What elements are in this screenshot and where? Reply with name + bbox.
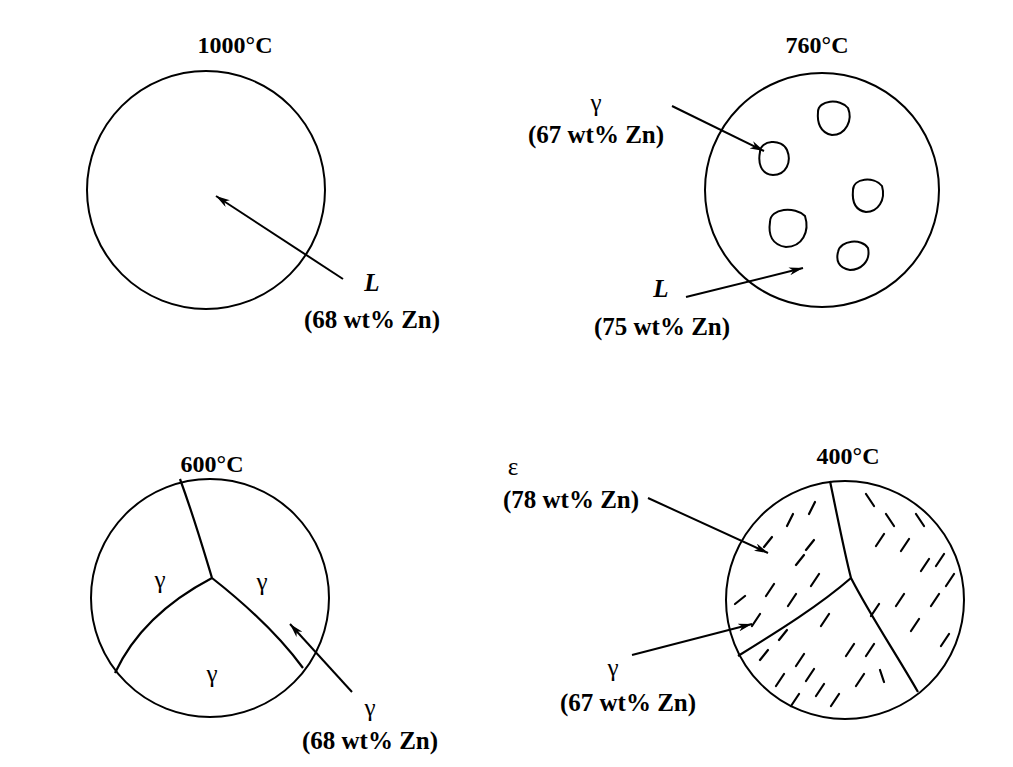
composition-label: (67 wt% Zn) — [560, 689, 696, 717]
grain-boundary — [180, 479, 212, 578]
temperature-heading: 600°C — [181, 451, 244, 477]
grain-boundary — [738, 578, 851, 656]
temperature-heading: 400°C — [817, 443, 880, 469]
particle — [818, 102, 850, 135]
phase-symbol: γ — [590, 89, 601, 117]
grain-boundaries — [115, 479, 918, 692]
microstructure-circle: 760°C — [704, 72, 940, 308]
composition-label: (68 wt% Zn) — [302, 727, 438, 755]
phase-symbol: γ — [607, 654, 618, 682]
temperature-heading: 760°C — [786, 32, 849, 58]
grain-boundary — [830, 481, 918, 692]
microstructure-circle: 1000°C — [86, 70, 326, 310]
temperature-heading: 1000°C — [198, 32, 273, 58]
particle — [770, 210, 807, 247]
leader-arrow — [290, 624, 352, 692]
leader-arrow — [216, 196, 343, 279]
composition-label: (78 wt% Zn) — [503, 486, 639, 514]
composition-label: (68 wt% Zn) — [304, 306, 440, 334]
microstructure-circle: 600°Cγγγ — [90, 478, 330, 718]
phase-symbol: γ — [364, 694, 375, 722]
phase-symbol: L — [653, 275, 668, 303]
phase-symbol: L — [364, 269, 379, 297]
particle — [853, 180, 883, 212]
composition-label: (75 wt% Zn) — [594, 313, 730, 341]
solid-particles — [759, 102, 883, 270]
leader-arrows — [216, 106, 803, 692]
particle — [759, 142, 788, 175]
phase-symbol: γ — [206, 660, 217, 688]
phase-symbol: γ — [154, 566, 165, 594]
precipitates — [735, 494, 954, 706]
composition-label: (67 wt% Zn) — [528, 121, 664, 149]
leader-arrow — [632, 624, 752, 655]
microstructure-circle: 400°C — [725, 480, 965, 720]
leader-arrow — [686, 268, 803, 297]
particle — [837, 242, 868, 270]
phase-symbol: ε — [508, 453, 519, 481]
leader-arrow — [648, 498, 768, 553]
phase-symbol: γ — [256, 568, 267, 596]
leader-arrow — [672, 106, 764, 151]
